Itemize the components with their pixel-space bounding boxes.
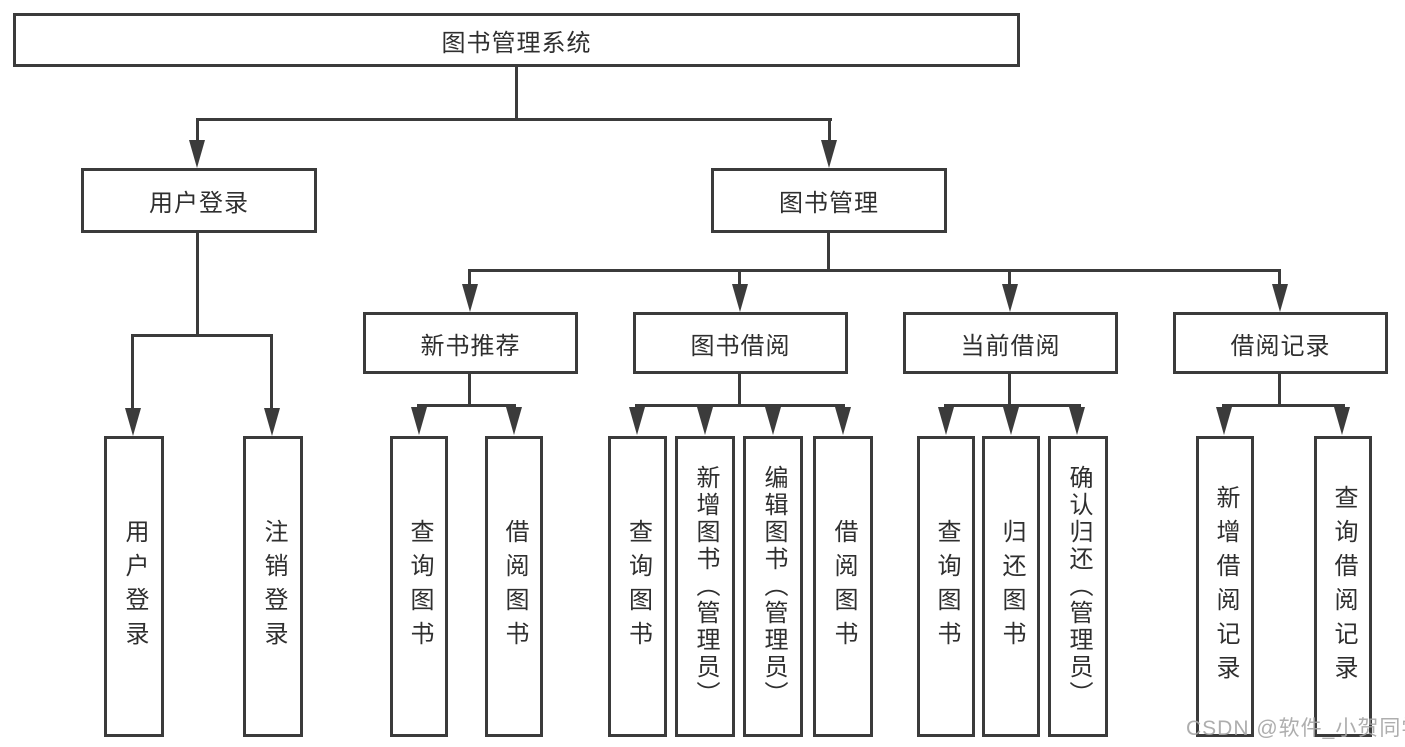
csdn-watermark: CSDN @软件_小贺同学 <box>1186 717 1405 740</box>
arrowhead <box>697 407 713 435</box>
leaf-add-book-admin: 新增图书（管理员） <box>675 436 735 737</box>
arrowhead <box>125 408 141 436</box>
arrowhead <box>1216 407 1232 435</box>
connector-line <box>196 233 199 336</box>
leaf-user-login: 用户登录 <box>104 436 164 737</box>
arrowhead <box>1003 407 1019 435</box>
node-label: 新增图书（管理员） <box>692 465 719 708</box>
leaf-edit-book-admin: 编辑图书（管理员） <box>743 436 803 737</box>
node-label: 借阅图书 <box>501 518 528 655</box>
arrowhead <box>411 407 427 435</box>
leaf-logout-login: 注销登录 <box>243 436 303 737</box>
arrowhead <box>506 407 522 435</box>
connector-line <box>1222 404 1345 407</box>
node-label: 新增借阅记录 <box>1212 484 1239 689</box>
leaf-return-books: 归还图书 <box>982 436 1040 737</box>
leaf-add-borrow-record: 新增借阅记录 <box>1196 436 1254 737</box>
connector-line <box>468 269 471 286</box>
connector-line <box>131 334 134 410</box>
arrowhead <box>1334 407 1350 435</box>
node-label: 借阅图书 <box>830 518 857 655</box>
arrowhead <box>264 408 280 436</box>
node-label: 图书管理 <box>779 190 879 217</box>
leaf-query-books-current: 查询图书 <box>917 436 975 737</box>
node-label: 归还图书 <box>998 518 1025 655</box>
node-borrow-records: 借阅记录 <box>1173 312 1388 374</box>
node-label: 借阅记录 <box>1230 332 1331 360</box>
connector-line <box>468 373 471 406</box>
node-label: 查询图书 <box>933 518 960 655</box>
leaf-borrow-books-recommend: 借阅图书 <box>485 436 543 737</box>
connector-line <box>944 404 1081 407</box>
connector-line <box>1278 373 1281 406</box>
leaf-borrow-books-borrow: 借阅图书 <box>813 436 873 737</box>
connector-line <box>827 233 830 272</box>
connector-line <box>828 118 831 144</box>
arrowhead <box>835 407 851 435</box>
connector-line <box>196 118 832 121</box>
connector-line <box>635 404 845 407</box>
node-label: 图书借阅 <box>690 332 791 360</box>
connector-line <box>1278 269 1281 286</box>
node-book-management: 图书管理 <box>711 168 947 233</box>
node-label: 编辑图书（管理员） <box>760 465 787 708</box>
connector-line <box>270 334 273 410</box>
arrowhead <box>938 407 954 435</box>
node-user-login: 用户登录 <box>81 168 317 233</box>
node-book-borrow: 图书借阅 <box>633 312 848 374</box>
node-label: 图书管理系统 <box>441 29 592 57</box>
connector-line <box>196 118 199 144</box>
arrowhead <box>765 407 781 435</box>
connector-line <box>1008 269 1011 286</box>
leaf-query-books-recommend: 查询图书 <box>390 436 448 737</box>
connector-line <box>515 66 518 120</box>
arrowhead <box>821 140 837 168</box>
connector-line <box>738 373 741 406</box>
arrowhead <box>462 284 478 312</box>
node-label: 查询借阅记录 <box>1330 484 1357 689</box>
leaf-query-borrow-record: 查询借阅记录 <box>1314 436 1372 737</box>
leaf-query-books-borrow: 查询图书 <box>608 436 667 737</box>
connector-line <box>417 404 516 407</box>
connector-line <box>468 269 1281 272</box>
arrowhead <box>732 284 748 312</box>
node-label: 查询图书 <box>406 518 433 655</box>
node-library-management-system: 图书管理系统 <box>13 13 1020 67</box>
node-new-book-recommend: 新书推荐 <box>363 312 578 374</box>
connector-line <box>131 334 273 337</box>
node-label: 当前借阅 <box>960 332 1061 360</box>
node-label: 新书推荐 <box>420 332 521 360</box>
arrowhead <box>1069 407 1085 435</box>
node-label: 查询图书 <box>624 518 652 655</box>
node-label: 注销登录 <box>260 518 287 655</box>
node-current-borrow: 当前借阅 <box>903 312 1118 374</box>
arrowhead <box>1272 284 1288 312</box>
arrowhead <box>189 140 205 168</box>
connector-line <box>738 269 741 286</box>
node-label: 确认归还（管理员） <box>1065 465 1092 708</box>
node-label: 用户登录 <box>121 518 148 655</box>
arrowhead <box>629 407 645 435</box>
arrowhead <box>1002 284 1018 312</box>
leaf-confirm-return-admin: 确认归还（管理员） <box>1048 436 1108 737</box>
node-label: 用户登录 <box>149 190 249 217</box>
connector-line <box>1008 373 1011 406</box>
